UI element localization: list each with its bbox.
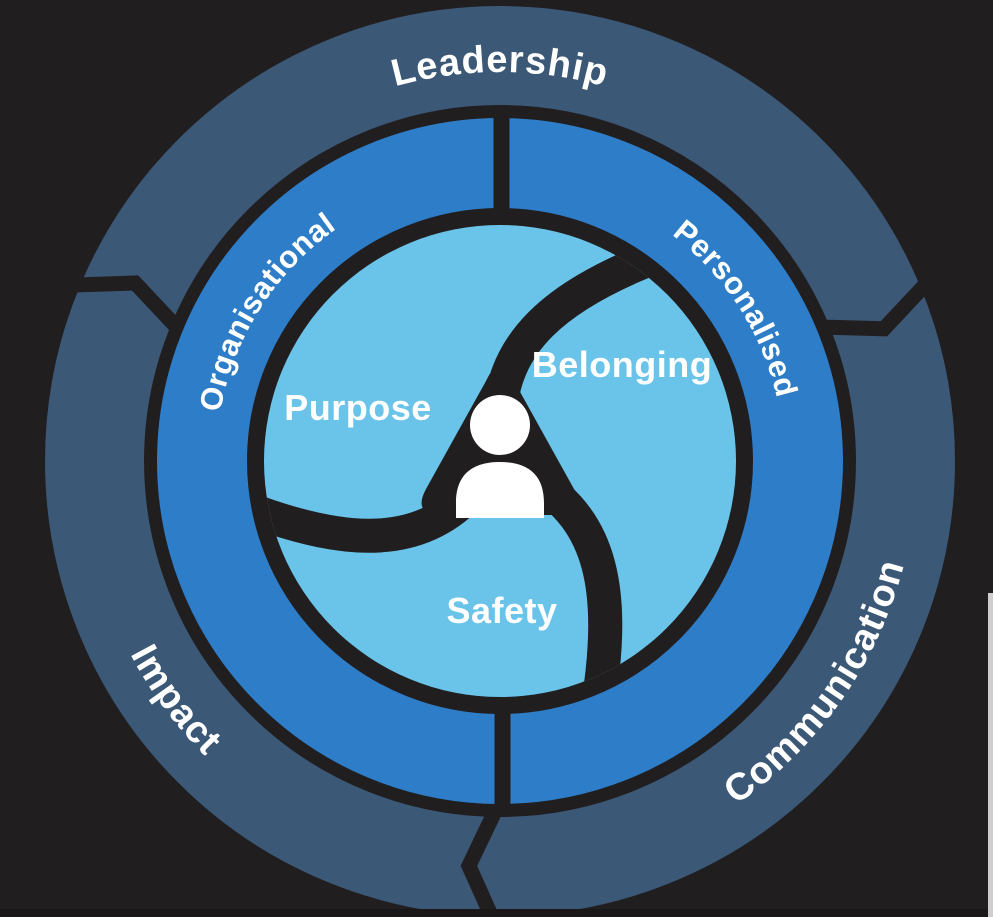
right-edge-sliver xyxy=(988,593,993,917)
person-icon xyxy=(456,395,544,518)
pinwheel xyxy=(264,245,652,689)
outer-ring-gap-right xyxy=(823,279,931,337)
outer-ring-gap-left xyxy=(74,275,183,333)
inner-label-purpose: Purpose xyxy=(284,387,432,428)
inner-label-safety: Safety xyxy=(446,590,557,631)
outer-ring-gap-bottom xyxy=(460,807,502,917)
outer-ring xyxy=(45,6,955,916)
inner-label-belonging: Belonging xyxy=(532,344,712,385)
bottom-edge-bar xyxy=(0,909,993,917)
